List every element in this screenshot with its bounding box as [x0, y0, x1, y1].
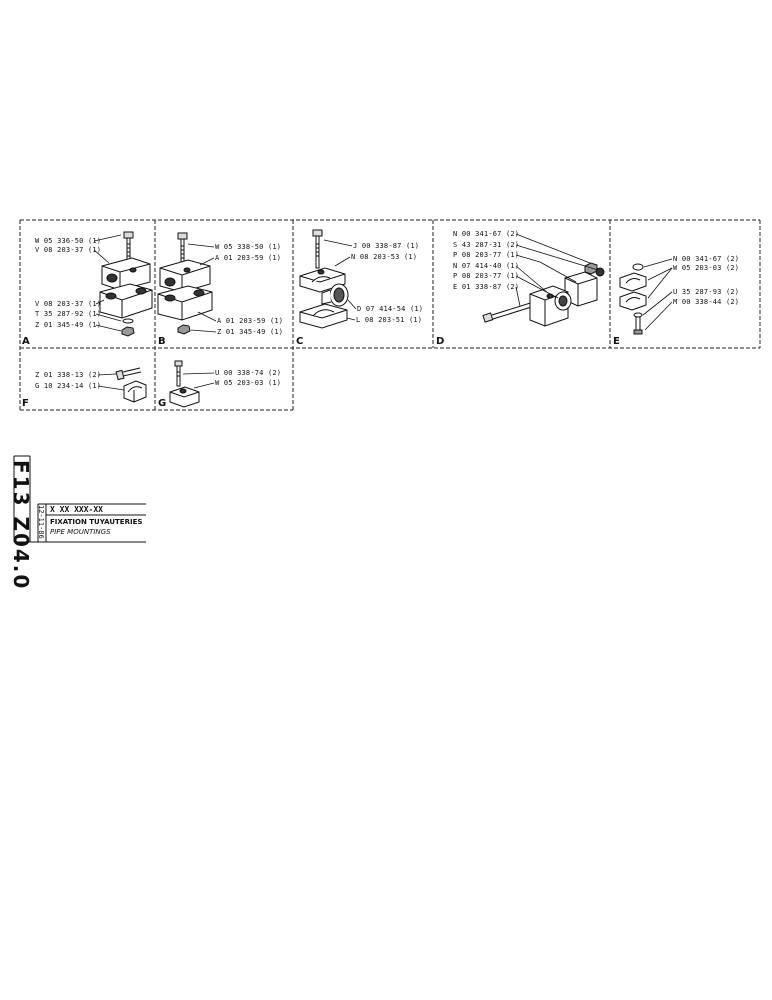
- panel-letter: A: [22, 336, 30, 347]
- panel-letter: F: [22, 398, 29, 409]
- panel-letter: B: [158, 336, 166, 347]
- panel-letter: E: [613, 336, 620, 347]
- panel-b-drawing: [157, 232, 213, 335]
- part-code: X XX XXX-XX: [50, 505, 103, 514]
- part-label: E 01 338-87 (2): [453, 283, 520, 291]
- part-label: N 08 203-53 (1): [351, 253, 418, 261]
- part-label: P 08 203-77 (1): [453, 251, 520, 259]
- panel-g-drawing: [169, 360, 200, 408]
- title-english: PIPE MOUNTINGS: [50, 528, 111, 536]
- part-label: N 07 414-40 (1): [453, 262, 520, 270]
- issue-date: 12-11-86: [37, 505, 45, 539]
- part-label: M 00 338-44 (2): [673, 298, 740, 306]
- panel-letter: D: [436, 336, 445, 347]
- part-label: U 35 287-93 (2): [673, 288, 740, 296]
- part-label: Z 01 345-49 (1): [35, 321, 102, 329]
- part-label: D 07 414-54 (1): [357, 305, 424, 313]
- part-label: W 05 338-50 (1): [215, 243, 282, 251]
- part-label: W 05 203-03 (2): [673, 264, 740, 272]
- panel-letter: C: [296, 336, 304, 347]
- part-label: S 43 287-31 (2): [453, 241, 520, 249]
- part-label: N 00 341-67 (2): [673, 255, 740, 263]
- part-label: Z 01 345-49 (1): [217, 328, 284, 336]
- part-label: G 10 234-14 (1): [35, 382, 102, 390]
- part-label: U 00 338-74 (2): [215, 369, 282, 377]
- panel-f-drawing: [115, 367, 147, 403]
- title-french: FIXATION TUYAUTERIES: [50, 518, 143, 526]
- part-label: A 01 203-59 (1): [215, 254, 282, 262]
- panel-c-drawing: [299, 229, 349, 329]
- part-label: A 01 203-59 (1): [217, 317, 284, 325]
- panel-a-drawing: [99, 231, 153, 337]
- part-label: V 08 203-37 (1): [35, 300, 102, 308]
- part-label: W 05 336-50 (1): [35, 237, 102, 245]
- part-label: W 05 203-03 (1): [215, 379, 282, 387]
- title-block-frame: [13, 455, 146, 543]
- panel-d-drawing: [482, 262, 605, 327]
- section-code: F13 Z04.0: [9, 460, 33, 591]
- part-label: J 00 338-87 (1): [353, 242, 420, 250]
- panel-letter: G: [158, 398, 167, 409]
- part-label: V 08 203-37 (1): [35, 246, 102, 254]
- part-label: Z 01 338-13 (2): [35, 371, 102, 379]
- part-label: T 35 287-92 (1): [35, 310, 102, 318]
- panel-e-drawing: [619, 263, 647, 335]
- part-label: N 00 341-67 (2): [453, 230, 520, 238]
- part-label: P 08 203-77 (1): [453, 272, 520, 280]
- part-label: L 08 203-51 (1): [356, 316, 423, 324]
